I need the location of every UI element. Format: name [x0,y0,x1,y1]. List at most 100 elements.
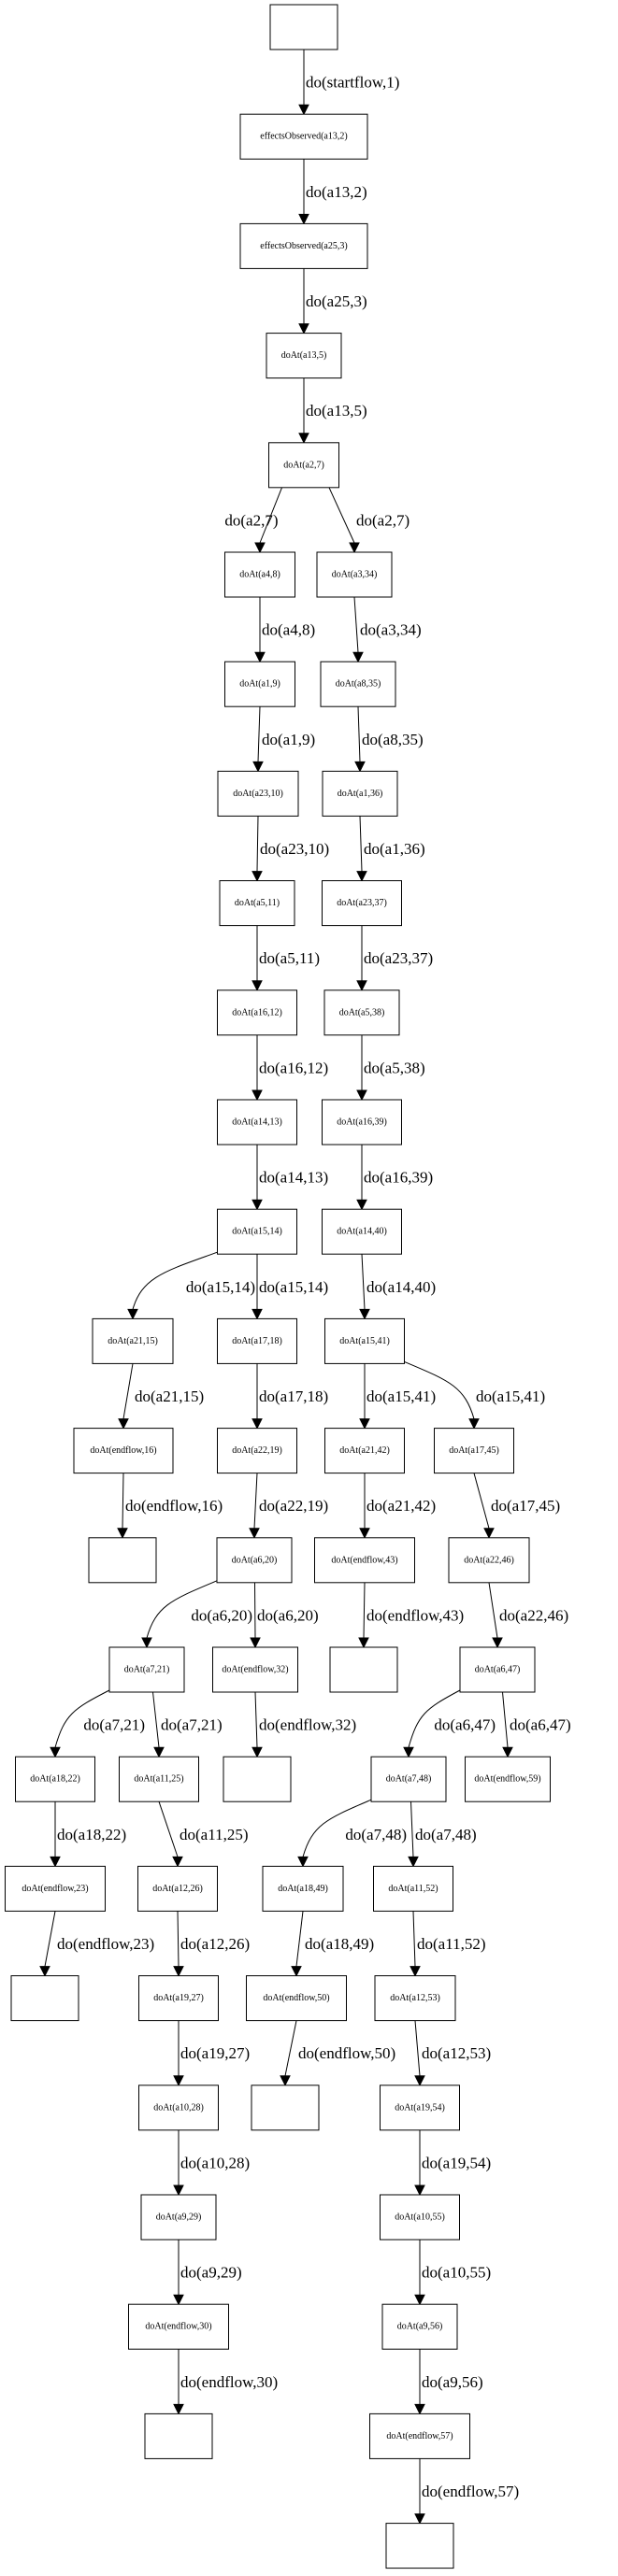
node-box [381,2303,458,2350]
node-box [370,1756,447,1802]
edge-label: do(a17,45) [491,1497,560,1515]
node-box [15,1756,95,1802]
graph-node: doAt(a10,28) [138,2085,219,2131]
node-box [269,4,338,50]
graph-edge: do(a22,19) [249,1473,328,1539]
graph-node: doAt(a8,35) [320,661,396,707]
edge-line [353,596,359,653]
arrowhead-icon [414,2513,425,2525]
edge-line [404,1360,475,1419]
node-box [434,1428,514,1474]
edge-label: do(a16,12) [259,1059,328,1076]
graph-edge: do(a1,36) [356,816,425,882]
node-label: doAt(a23,10) [233,789,283,799]
edge-label: do(a1,36) [364,840,425,858]
node-box [217,1208,297,1255]
graph-edge: do(a11,52) [410,1911,486,1977]
node-label: effectsObserved(a25,3) [260,241,347,251]
graph-node: doAt(a22,46) [448,1537,530,1584]
edge-line [253,1473,258,1529]
node-label: doAt(a13,5) [281,350,327,361]
edge-line [414,2020,421,2076]
edge-label: do(a7,21) [161,1716,223,1734]
node-label: doAt(a17,45) [449,1445,499,1456]
edge-label: do(a7,48) [345,1826,407,1843]
node-label: doAt(a21,15) [108,1336,158,1346]
graph-edge: do(endflow,57) [414,2458,519,2525]
node-box [88,1537,157,1584]
edge-label: do(a9,29) [180,2264,242,2282]
arrowhead-icon [252,980,263,991]
node-box [138,2085,219,2131]
edge-line [410,1801,414,1857]
node-label: doAt(a1,9) [239,679,280,690]
node-label: doAt(a1,36) [338,789,383,799]
node-label: doAt(a6,20) [232,1555,278,1565]
graph-edge: do(a15,41) [359,1363,436,1430]
edge-label: do(a11,52) [417,1935,486,1953]
graph-edge: do(a3,34) [352,596,422,663]
node-box [212,1646,298,1693]
edge-label: do(a18,49) [305,1935,374,1953]
arrowhead-icon [483,1528,495,1539]
node-label: doAt(a14,13) [232,1117,282,1128]
edge-label: do(a22,46) [499,1606,568,1624]
node-label: doAt(a14,40) [337,1227,387,1237]
arrowhead-icon [254,542,266,554]
node-label: doAt(endflow,59) [474,1774,540,1785]
graph-node: doAt(a19,54) [380,2085,460,2131]
node-label: doAt(a22,46) [464,1555,514,1565]
arrowhead-icon [359,1528,370,1539]
graph-edge: do(a11,25) [158,1801,249,1868]
edge-label: do(a22,19) [259,1497,328,1515]
arrowhead-icon [280,2075,291,2086]
arrowhead-icon [252,1746,263,1758]
arrowhead-icon [173,1966,184,1977]
graph-edge: do(a8,35) [354,706,424,773]
graph-node: doAt(a15,41) [324,1317,405,1364]
node-box [246,1975,347,2022]
graph-edge: do(a15,14) [252,1254,328,1320]
edge-label: do(a2,7) [224,511,278,529]
arrowhead-icon [252,1089,263,1102]
arrowhead-icon [408,1856,419,1868]
arrowhead-icon [173,2403,184,2415]
edge-line [259,487,282,544]
arrowhead-icon [173,2294,184,2306]
edge-label: do(a21,42) [366,1497,436,1515]
graph-node: doAt(a1,9) [224,661,295,707]
arrowhead-icon [118,1418,129,1430]
node-label: doAt(a16,39) [337,1117,387,1128]
edge-line [361,1254,366,1310]
graph-edge: do(a12,26) [173,1911,250,1977]
node-label: effectsObserved(a13,2) [260,132,347,142]
node-label: doAt(a18,49) [278,1884,328,1894]
graph-node-empty [269,4,338,50]
arrowhead-icon [172,1856,183,1868]
arrowhead-icon [468,1418,480,1430]
arrowhead-icon [50,1746,61,1758]
arrowhead-icon [414,2075,425,2086]
graph-node: doAt(a6,20) [216,1537,293,1584]
node-box [320,661,396,707]
arrowhead-icon [39,1966,50,1977]
edge-label: do(a5,38) [364,1059,425,1076]
edge-line [408,1689,461,1748]
arrowhead-icon [252,761,264,773]
graph-node: doAt(a15,14) [217,1208,297,1255]
node-box [323,989,400,1036]
edge-label: do(endflow,30) [180,2373,278,2391]
graph-node: doAt(a13,5) [266,333,342,379]
graph-edge: do(a4,8) [254,597,315,663]
node-box [217,1317,297,1364]
graph-node: doAt(a22,19) [217,1428,297,1474]
edge-label: do(a1,9) [262,731,315,748]
edge-label: do(a15,14) [186,1278,255,1296]
graph-node-empty [385,2523,454,2569]
node-label: doAt(endflow,57) [386,2431,453,2441]
node-label: doAt(a9,56) [397,2322,443,2332]
edge-line [257,706,261,762]
arrowhead-icon [349,542,360,554]
arrowhead-icon [414,2403,425,2415]
graph-node-empty [223,1756,292,1802]
